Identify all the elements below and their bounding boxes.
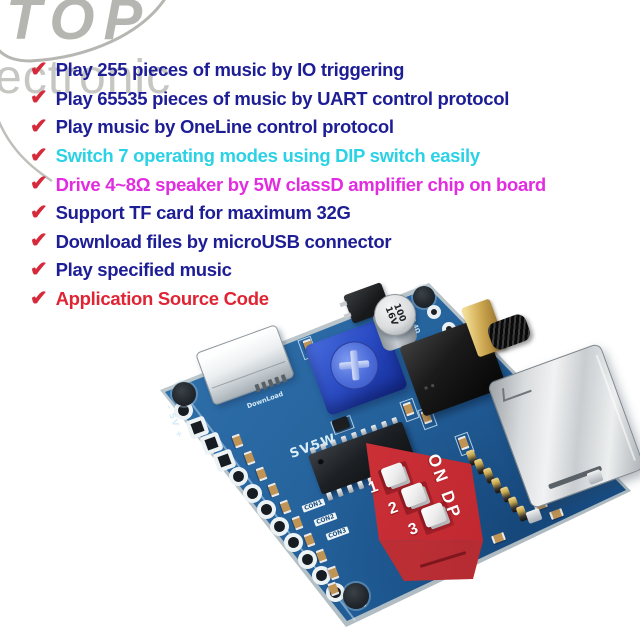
usb-pin	[280, 374, 288, 383]
checkmark-icon: ✔	[30, 172, 48, 196]
checkmark-icon: ✔	[30, 143, 48, 167]
checkmark-icon: ✔	[30, 257, 48, 281]
ic-pin	[340, 435, 347, 443]
ic-pin	[346, 484, 354, 494]
ic-pin	[329, 439, 337, 447]
watermark-brand-suffix: ectronic	[0, 51, 172, 104]
feature-text: Play 65535 pieces of music by UART contr…	[55, 87, 510, 109]
checkmark-icon: ✔	[30, 286, 48, 310]
feature-text: Application Source Code	[55, 288, 269, 310]
tf-slot-shine	[595, 354, 636, 461]
ic-pin	[360, 428, 368, 436]
checkmark-icon: ✔	[30, 229, 48, 253]
usb-pin	[274, 376, 281, 386]
feature-text: Play 255 pieces of music by IO triggerin…	[55, 59, 405, 81]
mounting-hole	[413, 286, 435, 308]
watermark-brand: TOP	[6, 0, 152, 52]
feature-item: ✔ Play 255 pieces of music by IO triggeri…	[30, 56, 546, 85]
trimmer-dial	[323, 334, 386, 397]
feature-item: ✔ Switch 7 operating modes using DIP swit…	[30, 142, 546, 171]
feature-text: Play specified music	[55, 259, 232, 281]
mounting-hole	[343, 583, 369, 609]
feature-text: Switch 7 operating modes using DIP switc…	[55, 145, 481, 167]
electrolytic-capacitor: 100 16V	[374, 294, 416, 336]
checkmark-icon: ✔	[30, 114, 48, 138]
trimmer-cross-slot-icon	[349, 350, 360, 381]
feature-text: Drive 4~8Ω speaker by 5W classD amplifie…	[55, 173, 547, 195]
feature-item: ✔ Application Source Code	[30, 285, 546, 314]
ic-pin	[350, 431, 358, 440]
feature-item: ✔ Play music by OneLine control protocol	[30, 113, 546, 142]
ic-pin	[319, 442, 327, 451]
ic-pin	[381, 420, 388, 428]
via-hole	[427, 305, 441, 319]
mounting-hole	[172, 382, 196, 406]
feature-text: Download files by microUSB connector	[55, 230, 392, 252]
usb-pin	[260, 381, 268, 391]
feature-list: ✔ Play 255 pieces of music by IO triggeri…	[30, 56, 546, 313]
ic-pin	[309, 446, 317, 454]
feature-item: ✔ Play specified music	[30, 256, 546, 285]
feature-item: ✔ Play 65535 pieces of music by UART cont…	[30, 85, 546, 114]
feature-text: Support TF card for maximum 32G	[55, 202, 351, 224]
ic-pin1-dot	[316, 457, 325, 466]
watermark-swoosh-icon	[0, 0, 166, 183]
jack-vent-dots	[424, 386, 428, 390]
checkmark-icon: ✔	[30, 86, 48, 110]
usb-pin	[267, 378, 275, 388]
ic-pin	[370, 424, 378, 432]
checkmark-icon: ✔	[30, 200, 48, 224]
tf-slot-notch	[502, 378, 532, 403]
ic-pin	[356, 480, 365, 490]
feature-item: ✔ Drive 4~8Ω speaker by 5W classD amplifi…	[30, 170, 546, 199]
feature-item: ✔ Support TF card for maximum 32G	[30, 199, 546, 228]
checkmark-icon: ✔	[30, 57, 48, 81]
feature-item: ✔ Download files by microUSB connector	[30, 228, 546, 257]
feature-text: Play music by OneLine control protocol	[55, 116, 394, 138]
ic-pin	[336, 488, 344, 498]
